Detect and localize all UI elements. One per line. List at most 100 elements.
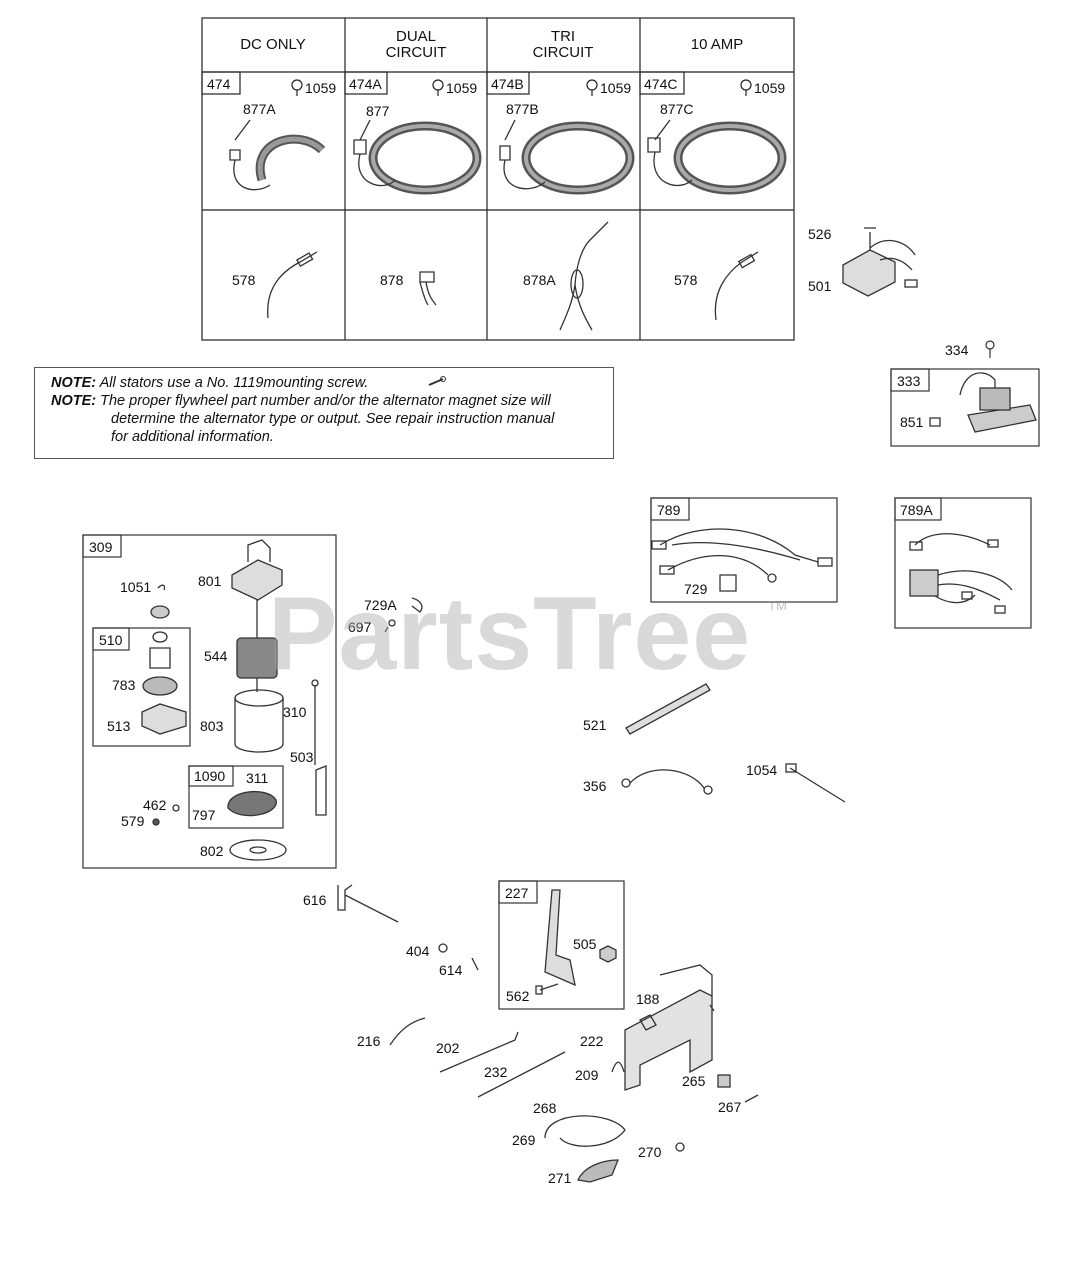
part-1059-c: 1059: [600, 80, 631, 96]
wiring-harness-icon: [909, 533, 1013, 614]
part-356: 356: [583, 778, 607, 794]
lever-icon: [535, 889, 617, 995]
part-803: 803: [200, 718, 224, 734]
part-333: 333: [897, 373, 921, 389]
note-label-1: NOTE:: [51, 375, 97, 391]
part-222: 222: [580, 1033, 604, 1049]
part-209: 209: [575, 1067, 599, 1083]
part-216: 216: [357, 1033, 381, 1049]
part-729: 729: [684, 581, 708, 597]
part-1059-d: 1059: [754, 80, 785, 96]
lever-box: [498, 880, 625, 1010]
part-474A: 474A: [349, 76, 382, 92]
part-462: 462: [143, 797, 167, 813]
part-851: 851: [900, 414, 924, 430]
regulator-icon: [842, 227, 918, 297]
part-1090: 1090: [194, 768, 225, 784]
note-text-2a: The proper flywheel part number and/or t…: [100, 393, 551, 409]
part-1051: 1051: [120, 579, 151, 595]
part-404: 404: [406, 943, 430, 959]
shaft-icon: [337, 884, 479, 971]
notes-box: NOTE: All stators use a No. 1119mounting…: [34, 367, 614, 459]
header-dual-circuit-1: DUAL: [396, 28, 436, 45]
drive-kit-box: [92, 627, 191, 747]
header-dc-only: DC ONLY: [240, 36, 306, 53]
part-801: 801: [198, 573, 222, 589]
part-616: 616: [303, 892, 327, 908]
part-562: 562: [506, 988, 530, 1004]
part-789: 789: [657, 502, 681, 518]
header-tri-circuit-2: CIRCUIT: [533, 44, 594, 61]
part-802: 802: [200, 843, 224, 859]
wiring-harness-icon: [651, 528, 833, 592]
part-578-b: 578: [674, 272, 698, 288]
ignition-coil-icon: [929, 372, 1037, 433]
part-877A: 877A: [243, 101, 276, 117]
part-271: 271: [548, 1170, 572, 1186]
part-309: 309: [89, 539, 113, 555]
ignition-box: [890, 368, 1040, 447]
part-505: 505: [573, 936, 597, 952]
mounting-screw-icon: [428, 376, 446, 386]
part-797: 797: [192, 807, 216, 823]
part-1054: 1054: [746, 762, 777, 778]
part-877: 877: [366, 103, 390, 119]
part-697: 697: [348, 619, 372, 635]
part-334: 334: [945, 342, 969, 358]
watermark-tm: TM: [768, 598, 787, 613]
part-503: 503: [290, 749, 314, 765]
header-tri-circuit-1: TRI: [551, 28, 575, 45]
part-310: 310: [283, 704, 307, 720]
part-877B: 877B: [506, 101, 539, 117]
part-878A: 878A: [523, 272, 556, 288]
note-text-2b: determine the alternator type or output.…: [111, 411, 555, 427]
part-578-a: 578: [232, 272, 256, 288]
part-878: 878: [380, 272, 404, 288]
starter-motor-icon: [141, 539, 327, 861]
part-265: 265: [682, 1073, 706, 1089]
watermark: PartsTree: [268, 576, 752, 692]
control-bracket-icon: [389, 964, 759, 1183]
note-label-2: NOTE:: [51, 393, 97, 409]
part-270: 270: [638, 1144, 662, 1160]
part-227: 227: [505, 885, 529, 901]
screw-icon: [291, 79, 752, 96]
part-1059-a: 1059: [305, 80, 336, 96]
header-10-amp: 10 AMP: [691, 36, 744, 53]
part-232: 232: [484, 1064, 508, 1080]
part-311: 311: [246, 770, 269, 786]
part-521: 521: [583, 717, 607, 733]
wiring-harness-box: [650, 497, 838, 603]
note-line-2: NOTE: The proper flywheel part number an…: [51, 392, 603, 410]
part-789A: 789A: [900, 502, 933, 518]
note-text-2c: for additional information.: [111, 429, 274, 445]
part-544: 544: [204, 648, 228, 664]
part-474: 474: [207, 76, 231, 92]
note-line-1: NOTE: All stators use a No. 1119mounting…: [51, 374, 603, 392]
stator-table: [201, 17, 795, 341]
misc-parts-icon: [621, 683, 846, 803]
part-202: 202: [436, 1040, 460, 1056]
part-510: 510: [99, 632, 123, 648]
wiring-harness-box-a: [894, 497, 1032, 629]
part-729A: 729A: [364, 597, 397, 613]
part-526: 526: [808, 226, 832, 242]
part-1059-b: 1059: [446, 80, 477, 96]
part-267: 267: [718, 1099, 742, 1115]
brush-kit-box: [188, 765, 284, 829]
part-474B: 474B: [491, 76, 524, 92]
part-474C: 474C: [644, 76, 677, 92]
part-579: 579: [121, 813, 145, 829]
part-268: 268: [533, 1100, 557, 1116]
lead-wire-icon: [267, 221, 759, 331]
part-501: 501: [808, 278, 832, 294]
part-188: 188: [636, 991, 660, 1007]
note-text-1: All stators use a No. 1119mounting screw…: [99, 375, 369, 391]
part-783: 783: [112, 677, 136, 693]
stator-icon: [229, 119, 787, 195]
part-513: 513: [107, 718, 131, 734]
screw-icon: [985, 340, 995, 358]
starter-motor-box: [82, 534, 337, 869]
part-877C: 877C: [660, 101, 693, 117]
